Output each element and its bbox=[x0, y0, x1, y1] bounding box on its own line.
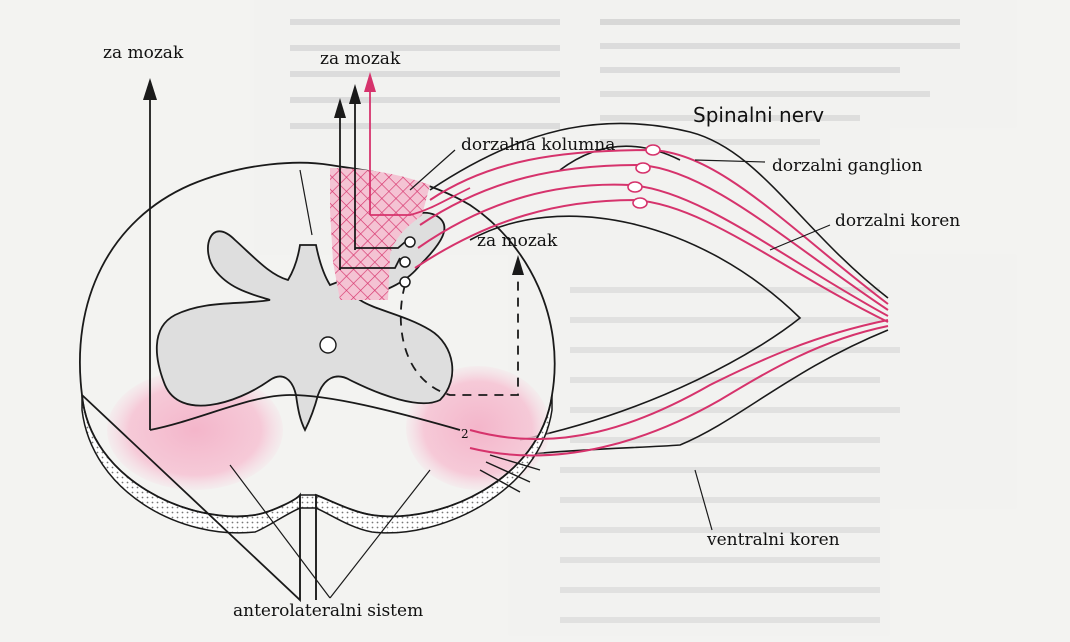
label-spinalni-nerv: Spinalni nerv bbox=[693, 103, 824, 127]
label-za-mozak-right: za mozak bbox=[477, 231, 558, 251]
label-dorzalni-ganglion: dorzalni ganglion bbox=[772, 156, 923, 176]
central-canal bbox=[320, 337, 336, 353]
ganglion-cell-4 bbox=[633, 198, 647, 208]
label-za-mozak-left: za mozak bbox=[103, 43, 184, 63]
label-za-mozak-top: za mozak bbox=[320, 49, 401, 69]
label-anterolateralni-sistem: anterolateralni sistem bbox=[233, 601, 423, 621]
label-ventralni-koren: ventralni koren bbox=[706, 530, 840, 550]
ganglion-cell-1 bbox=[646, 145, 660, 155]
ganglion-cell-3 bbox=[628, 182, 642, 192]
label-dorzalni-koren: dorzalni koren bbox=[835, 211, 960, 231]
synapse-1 bbox=[405, 237, 415, 247]
label-dorzalna-kolumna: dorzalna kolumna bbox=[461, 135, 615, 155]
ganglion-cell-2 bbox=[636, 163, 650, 173]
label-neuron-number: 2 bbox=[461, 427, 469, 441]
synapse-2 bbox=[400, 257, 410, 267]
synapse-3 bbox=[400, 277, 410, 287]
